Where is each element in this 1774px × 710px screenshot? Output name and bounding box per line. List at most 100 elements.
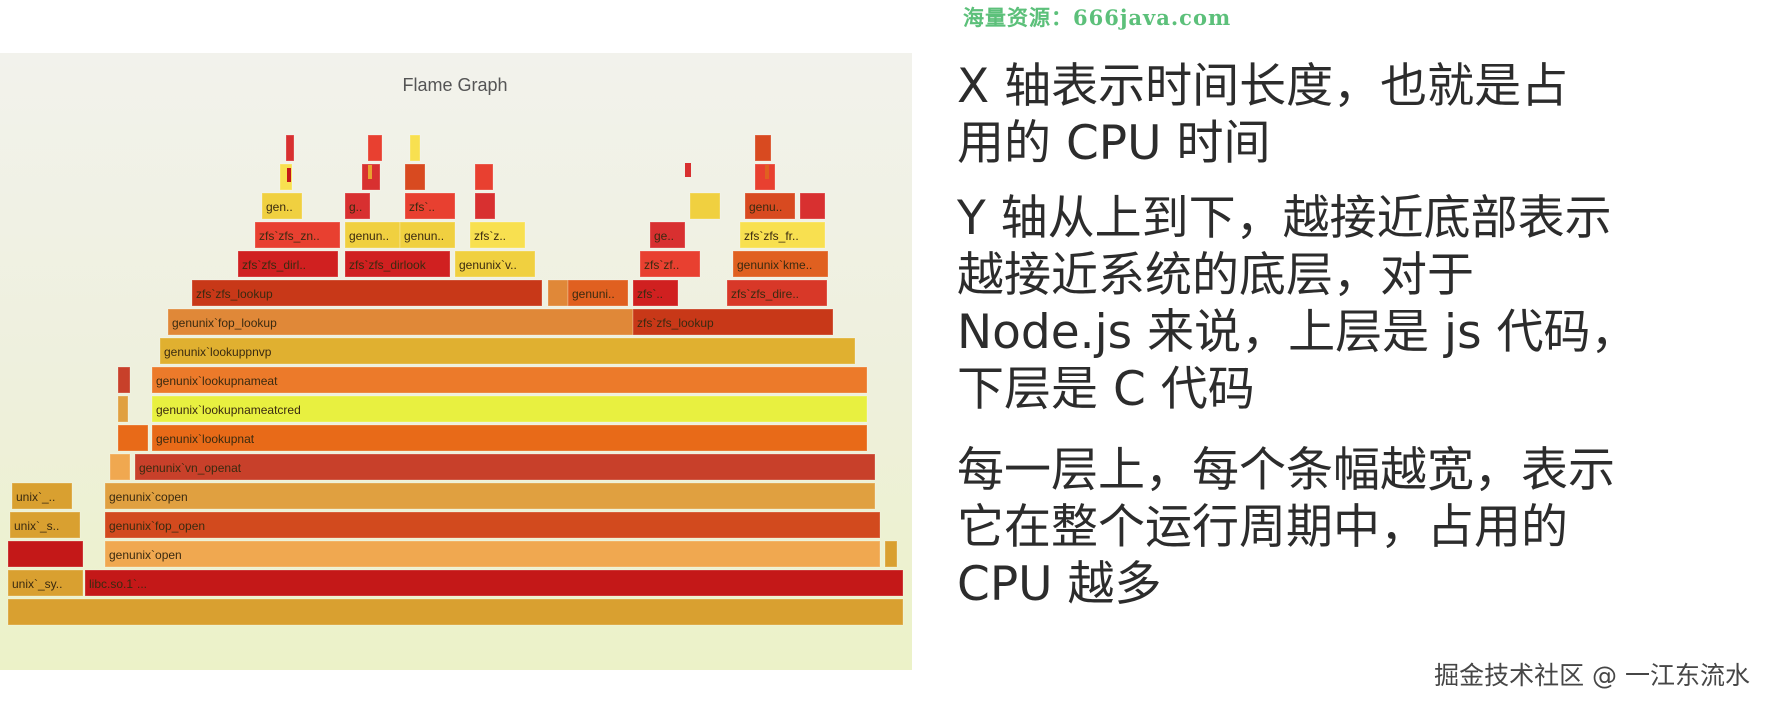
stack-frame-bar[interactable] [469,221,526,249]
stack-frame-bar[interactable] [151,366,868,394]
stack-frame[interactable]: zfs`.. [632,279,679,307]
stack-frame-bar[interactable] [404,163,426,191]
stack-frame-bar[interactable] [454,250,536,278]
stack-frame[interactable]: genunix`open [104,540,881,568]
stack-frame-bar[interactable] [117,366,131,394]
stack-frame[interactable]: genunix`lookupnat [151,424,868,452]
stack-frame[interactable]: zfs`zfs_dirlook [344,250,451,278]
stack-frame[interactable]: zfs`zfs_dirl.. [237,250,339,278]
stack-frame-bar[interactable] [732,250,829,278]
stack-frame-bar[interactable] [744,192,796,220]
stack-frame[interactable] [884,540,898,568]
stack-frame-bar[interactable] [344,250,451,278]
stack-frame[interactable]: zfs`z.. [469,221,526,249]
stack-frame-bar[interactable] [632,308,834,336]
stack-frame-spike[interactable] [765,165,769,179]
stack-frame-bar[interactable] [285,134,295,162]
stack-frame-bar[interactable] [117,395,129,423]
stack-frame-bar[interactable] [367,134,383,162]
stack-frame[interactable]: genunix`kme.. [732,250,829,278]
stack-frame[interactable]: g.. [344,192,371,220]
stack-frame[interactable]: ge.. [649,221,686,249]
stack-frame-bar[interactable] [151,424,868,452]
stack-frame[interactable]: zfs`zfs_zn.. [254,221,341,249]
stack-frame[interactable] [404,163,426,191]
stack-frame[interactable]: genunix`copen [104,482,876,510]
stack-frame[interactable]: genun.. [399,221,456,249]
stack-frame-bar[interactable] [7,540,84,568]
stack-frame-bar[interactable] [84,569,904,597]
stack-frame-bar[interactable] [739,221,826,249]
stack-frame-bar[interactable] [134,453,876,481]
stack-frame-bar[interactable] [7,569,84,597]
stack-frame[interactable] [109,453,131,481]
stack-frame-bar[interactable] [11,482,73,510]
stack-frame-bar[interactable] [261,192,303,220]
stack-frame[interactable] [799,192,826,220]
stack-frame-bar[interactable] [754,134,772,162]
stack-frame[interactable]: zfs`zfs_lookup [632,308,834,336]
stack-frame[interactable]: zfs`.. [404,192,456,220]
stack-frame[interactable] [409,134,421,162]
stack-frame[interactable] [754,134,772,162]
stack-frame[interactable]: unix`_sy.. [7,569,84,597]
stack-frame-bar[interactable] [104,482,876,510]
stack-frame-bar[interactable] [726,279,828,307]
stack-frame[interactable]: genunix`lookupnameat [151,366,868,394]
stack-frame-bar[interactable] [639,250,701,278]
stack-frame-bar[interactable] [399,221,456,249]
stack-frame-bar[interactable] [567,279,629,307]
stack-frame-bar[interactable] [409,134,421,162]
stack-frame-bar[interactable] [117,424,149,452]
stack-frame-spike[interactable] [685,163,691,177]
stack-frame[interactable]: genu.. [744,192,796,220]
stack-frame-bar[interactable] [632,279,679,307]
stack-frame[interactable]: unix`_s.. [9,511,81,539]
stack-frame-bar[interactable] [159,337,856,365]
stack-frame-bar[interactable] [799,192,826,220]
stack-frame[interactable]: libc.so.1`... [84,569,904,597]
stack-frame[interactable] [474,192,496,220]
stack-frame[interactable] [117,366,131,394]
stack-frame[interactable]: genunix`lookupnameatcred [151,395,868,423]
stack-frame-bar[interactable] [404,192,456,220]
stack-frame[interactable]: zfs`zfs_dire.. [726,279,828,307]
stack-frame[interactable]: unix`_.. [11,482,73,510]
stack-frame-bar[interactable] [237,250,339,278]
stack-frame-spike[interactable] [368,165,372,179]
stack-frame[interactable]: genunix`lookuppnvp [159,337,856,365]
stack-frame[interactable]: genunix`fop_lookup [167,308,634,336]
stack-frame[interactable] [689,192,721,220]
stack-frame-bar[interactable] [649,221,686,249]
stack-frame[interactable] [117,424,149,452]
stack-frame[interactable] [367,134,383,162]
stack-frame-spike[interactable] [287,168,291,182]
stack-frame-bar[interactable] [689,192,721,220]
stack-frame[interactable] [7,540,84,568]
stack-frame-bar[interactable] [474,192,496,220]
stack-frame-bar[interactable] [104,540,881,568]
stack-frame-bar[interactable] [104,511,881,539]
stack-frame-bar[interactable] [344,192,371,220]
stack-frame[interactable] [117,395,129,423]
stack-frame-bar[interactable] [167,308,634,336]
stack-frame[interactable]: genuni.. [567,279,629,307]
stack-frame[interactable]: genunix`vn_openat [134,453,876,481]
stack-frame-bar[interactable] [254,221,341,249]
stack-frame[interactable]: zfs`zfs_lookup [191,279,543,307]
stack-frame-bar[interactable] [151,395,868,423]
stack-frame-bar[interactable] [109,453,131,481]
stack-frame[interactable]: gen.. [261,192,303,220]
stack-frame-bar[interactable] [474,163,494,191]
stack-frame-bar[interactable] [884,540,898,568]
stack-frame[interactable] [474,163,494,191]
stack-frame-bar[interactable] [9,511,81,539]
stack-frame[interactable]: genunix`v.. [454,250,536,278]
stack-frame[interactable]: genun.. [344,221,401,249]
stack-frame[interactable]: zfs`zf.. [639,250,701,278]
stack-frame[interactable] [547,279,569,307]
stack-frame[interactable]: genunix`fop_open [104,511,881,539]
stack-frame-bar[interactable] [7,598,904,626]
stack-frame[interactable] [285,134,295,162]
stack-frame-bar[interactable] [344,221,401,249]
